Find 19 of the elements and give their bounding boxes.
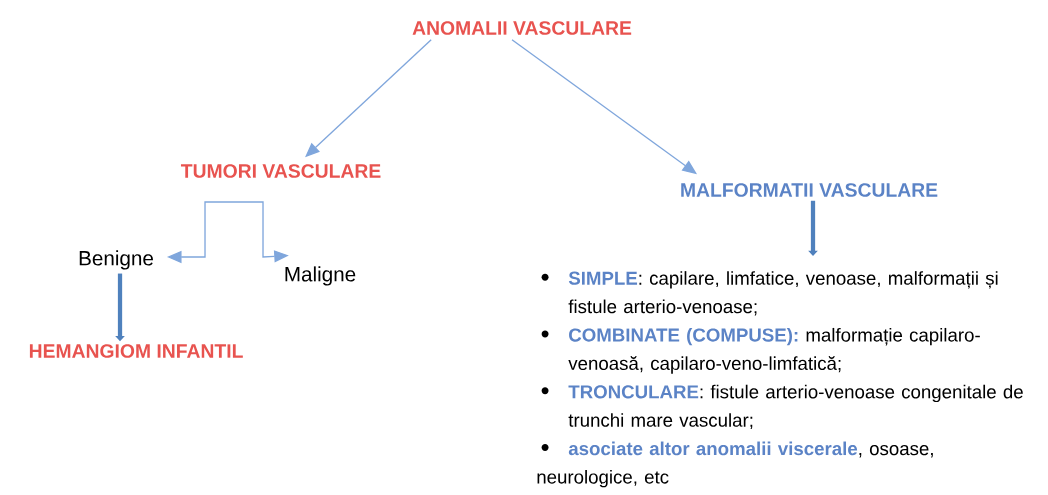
node-label: asociate altor anomalii viscerale	[568, 441, 858, 456]
node-label: : fistule arterio-venoase congenitale de	[700, 384, 1023, 403]
node-label: neurologice, etc	[537, 469, 669, 488]
category-label: TUMORI VASCULARE	[181, 164, 381, 178]
node-label: COMBINATE (COMPUSE):	[569, 327, 798, 346]
node-label: venoasă, capilaro-veno-limfatică;	[568, 356, 841, 374]
node-label: TRONCULARE	[568, 385, 699, 399]
subcategory-label: Maligne	[285, 266, 356, 286]
node-label: : capilare, limfatice, venoase, malformații și	[639, 271, 998, 289]
heading-text: ANOMALII VASCULARE	[412, 21, 632, 35]
node-label: , osoase,	[859, 445, 933, 458]
node-label: malformație capilaro-	[806, 327, 980, 346]
node-label: SIMPLE	[568, 271, 638, 285]
bullet-list: SIMPLE: capilare, limfatice, venoase, malformații și fistule arterio-venoase; COMBINATE (COMPUSE): malformație capilaro-venoasă, capilaro-veno-limfatică; TRONCULARE: fistule arterio-venoase congenitale de trunchi mare vascular; asociate altor anomalii viscerale, osoase, neurologice, etc	[537, 271, 1023, 488]
subcategory-label: Benigne	[79, 250, 153, 270]
node-label: fistule arterio-venoase;	[568, 299, 757, 316]
node-label: trunchi mare vascular;	[568, 413, 753, 430]
category-label: MALFORMATII VASCULARE	[681, 183, 938, 197]
diagnosis-label: HEMANGIOM INFANTIL	[29, 344, 243, 358]
